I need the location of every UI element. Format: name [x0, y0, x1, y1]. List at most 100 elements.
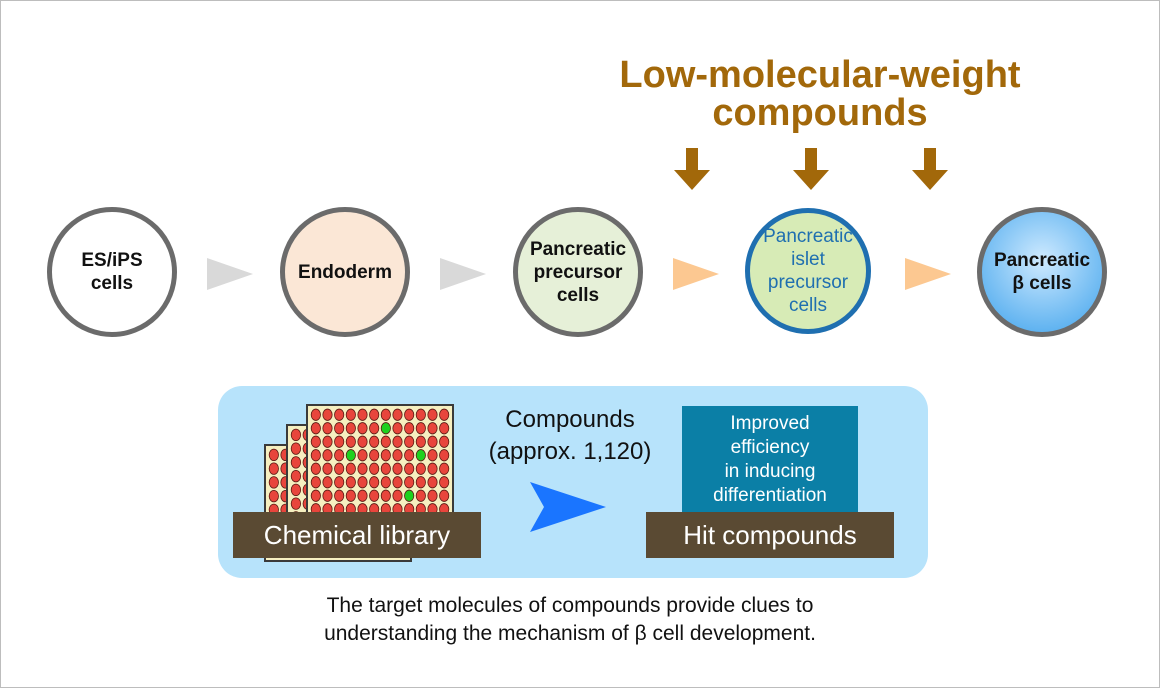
well — [334, 422, 345, 435]
well — [357, 435, 368, 448]
hit-well — [345, 449, 356, 462]
well — [345, 408, 356, 421]
hit-compounds-label: Hit compounds — [646, 512, 894, 558]
stage-pancreatic-beta-cells: Pancreatic β cells — [977, 207, 1107, 337]
well — [439, 489, 450, 502]
well — [404, 422, 415, 435]
flow-arrow-3 — [673, 258, 719, 290]
well — [380, 489, 391, 502]
headline-line-1: Low-molecular-weight — [619, 54, 1021, 96]
well — [439, 449, 450, 462]
well — [404, 435, 415, 448]
hit-well — [404, 489, 415, 502]
well — [439, 435, 450, 448]
stage-endoderm: Endoderm — [280, 207, 410, 337]
flow-arrow-4 — [905, 258, 951, 290]
well — [380, 408, 391, 421]
well — [290, 483, 302, 497]
stage-pancreatic-islet-precursor-cells: Pancreatic islet precursor cells — [745, 208, 871, 334]
well — [310, 422, 321, 435]
well — [322, 462, 333, 475]
caption-line-2: understanding the mechanism of β cell de… — [324, 622, 816, 645]
hit-well — [415, 449, 426, 462]
well — [404, 476, 415, 489]
compounds-line-2: (approx. 1,120) — [488, 438, 652, 465]
well — [334, 489, 345, 502]
effect-box: Improved efficiency in inducing differen… — [682, 406, 858, 514]
headline: Low-molecular-weight compounds — [560, 56, 1080, 132]
well — [427, 462, 438, 475]
well — [357, 408, 368, 421]
well — [415, 435, 426, 448]
well — [380, 462, 391, 475]
well — [369, 462, 380, 475]
headline-line-2: compounds — [712, 92, 928, 134]
well — [334, 476, 345, 489]
well — [290, 442, 302, 455]
well — [369, 449, 380, 462]
well — [322, 435, 333, 448]
well — [439, 422, 450, 435]
well — [369, 489, 380, 502]
well — [334, 408, 345, 421]
down-arrow-2 — [793, 148, 829, 190]
well — [357, 449, 368, 462]
down-arrow-3 — [912, 148, 948, 190]
well — [369, 435, 380, 448]
stage-label: Pancreatic β cells — [993, 250, 1091, 294]
flow-arrow-1 — [207, 258, 253, 290]
well — [345, 422, 356, 435]
stage-label: ES/iPS cells — [81, 250, 143, 294]
well — [380, 435, 391, 448]
caption: The target molecules of compounds provid… — [200, 592, 940, 648]
well — [427, 422, 438, 435]
effect-line-3: in inducing — [724, 461, 816, 482]
well — [427, 449, 438, 462]
well — [310, 462, 321, 475]
well — [310, 476, 321, 489]
well — [439, 408, 450, 421]
well — [427, 435, 438, 448]
stage-pancreatic-precursor-cells: Pancreatic precursor cells — [513, 207, 643, 337]
well — [357, 476, 368, 489]
well — [392, 422, 403, 435]
well — [322, 449, 333, 462]
well — [357, 422, 368, 435]
compounds-count-text: Compounds (approx. 1,120) — [470, 404, 670, 468]
well — [290, 456, 302, 469]
well — [415, 489, 426, 502]
well — [369, 408, 380, 421]
well — [404, 462, 415, 475]
well — [380, 476, 391, 489]
well — [415, 422, 426, 435]
well — [439, 476, 450, 489]
well — [427, 408, 438, 421]
well — [404, 408, 415, 421]
well — [268, 489, 279, 503]
well — [392, 489, 403, 502]
effect-line-1: Improved — [730, 413, 810, 434]
caption-line-1: The target molecules of compounds provid… — [326, 594, 814, 617]
effect-line-4: differentiation — [713, 485, 827, 506]
well — [439, 462, 450, 475]
well — [268, 476, 279, 489]
well — [415, 476, 426, 489]
well — [345, 476, 356, 489]
well — [310, 408, 321, 421]
well — [415, 462, 426, 475]
well — [427, 489, 438, 502]
well — [345, 462, 356, 475]
well — [334, 449, 345, 462]
well — [392, 449, 403, 462]
well — [322, 476, 333, 489]
stage-label: Endoderm — [298, 261, 392, 283]
well — [427, 476, 438, 489]
well — [392, 476, 403, 489]
well — [357, 489, 368, 502]
stage-es-ips-cells: ES/iPS cells — [47, 207, 177, 337]
chemical-library-label: Chemical library — [233, 512, 481, 558]
hit-well — [380, 422, 391, 435]
well — [392, 462, 403, 475]
well — [404, 449, 415, 462]
well — [310, 435, 321, 448]
